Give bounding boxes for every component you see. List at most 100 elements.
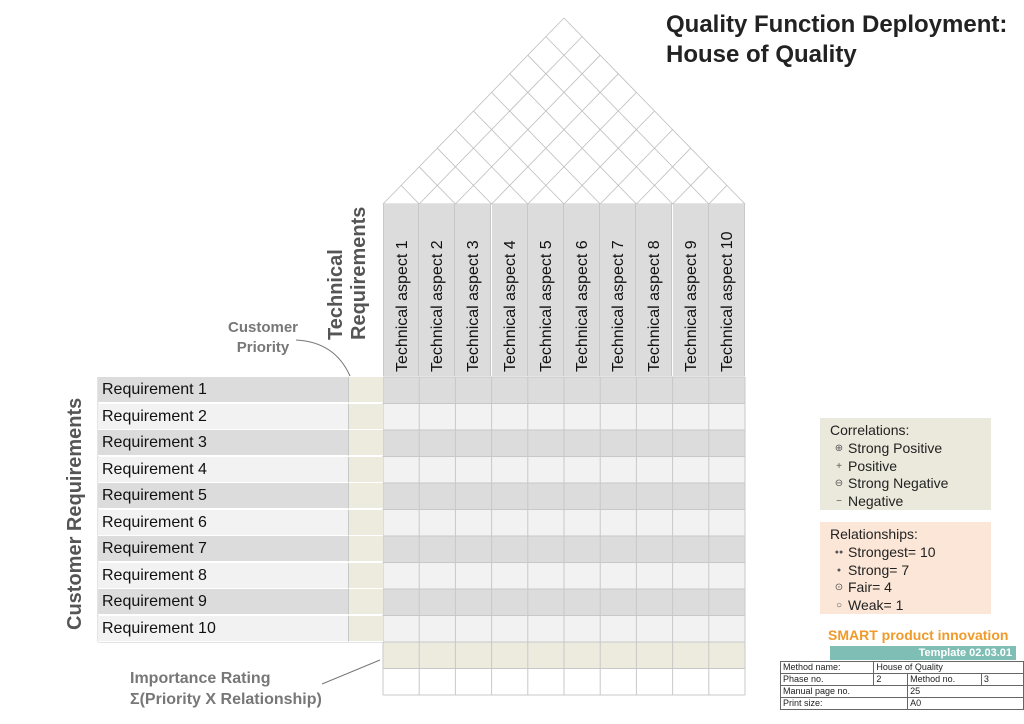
customer-priority-cell: [348, 589, 383, 615]
roof-line: [418, 36, 583, 205]
customer-priority-leader: [295, 339, 351, 377]
roof-line: [400, 185, 420, 205]
phase-label: Phase no.: [779, 673, 875, 686]
technical-aspect-label: Technical aspect 1: [394, 240, 411, 372]
customer-priority-cell: [348, 509, 383, 536]
method-name-label: Method name:: [779, 661, 875, 674]
requirement-row: Requirement 9: [98, 589, 348, 615]
legend-item-strongest: ●● Strongest= 10: [830, 544, 981, 562]
phase-row: Phase no. 2 Method no. 3: [779, 673, 1024, 686]
roof-line: [491, 92, 601, 205]
requirement-row: Requirement 5: [98, 483, 348, 509]
method-name-row: Method name: House of Quality: [779, 661, 1024, 674]
legend-item-label: Strong Positive: [848, 440, 943, 456]
customer-priority-label: Customer Priority: [218, 318, 308, 358]
manual-page-row: Manual page no. 25: [779, 685, 1024, 698]
roof-line: [636, 147, 691, 205]
customer-priority-line2: Priority: [236, 339, 290, 356]
technical-aspect-column: Technical aspect 8: [636, 204, 673, 376]
roof-line: [473, 110, 565, 205]
manual-page-value: 25: [907, 685, 1024, 698]
technical-aspect-column: Technical aspect 10: [708, 204, 745, 376]
relationships-legend-title: Relationships:: [830, 526, 918, 542]
customer-priority-cell: [348, 615, 383, 642]
negative-icon: −: [836, 495, 842, 507]
page-title: Quality Function Deployment: House of Qu…: [666, 10, 1007, 70]
legend-item-label: Strongest= 10: [848, 544, 936, 560]
strong-positive-icon: ⊕: [834, 443, 844, 454]
technical-aspect-column: Technical aspect 5: [527, 204, 564, 376]
importance-rating-line1: Importance Rating: [130, 670, 271, 687]
technical-aspect-column: Technical aspect 7: [600, 204, 637, 376]
roof-line: [563, 17, 746, 205]
customer-priority-cell: [348, 377, 383, 403]
requirement-row: Requirement 4: [98, 456, 348, 483]
relationships-legend: Relationships: ●● Strongest= 10 ● Strong= …: [820, 522, 991, 614]
technical-aspect-column: Technical aspect 6: [564, 204, 600, 376]
fair-icon: ⊙: [834, 582, 844, 593]
customer-priority-cell: [348, 456, 383, 483]
method-info-table: Method name: House of Quality Phase no. …: [779, 661, 1024, 710]
importance-rating-leader: [321, 659, 381, 685]
roof-line: [437, 147, 492, 205]
requirement-row: Requirement 8: [98, 562, 348, 589]
positive-icon: +: [836, 460, 842, 472]
page-title-line2: House of Quality: [666, 41, 857, 68]
technical-aspect-label: Technical aspect 9: [682, 240, 700, 372]
technical-aspect-label: Technical aspect 6: [574, 240, 591, 372]
customer-requirements-label: Customer Requirements: [64, 397, 86, 630]
technical-aspect-label: Technical aspect 8: [646, 240, 664, 372]
template-badge: Template 02.03.01: [830, 646, 1016, 660]
legend-item-label: Positive: [848, 457, 898, 474]
legend-item-label: Strong Negative: [848, 475, 949, 491]
importance-rating-label: Importance Rating Σ(Priority X Relations…: [130, 668, 322, 710]
roof-line: [418, 166, 456, 205]
legend-item-fair: ⊙ Fair= 4: [830, 579, 981, 597]
roof-line: [491, 73, 619, 205]
requirement-row: Requirement 10: [98, 615, 348, 642]
customer-priority-cell: [348, 536, 383, 562]
legend-item-label: Weak= 1: [848, 596, 904, 613]
manual-page-label: Manual page no.: [779, 685, 909, 698]
requirement-row: Requirement 7: [98, 536, 348, 562]
legend-item-strong: ● Strong= 7: [830, 562, 981, 580]
technical-aspect-label: Technical aspect 10: [718, 231, 736, 372]
legend-item-negative: −Negative: [830, 493, 981, 511]
technical-aspect-label: Technical aspect 7: [610, 240, 628, 372]
technical-aspect-column: Technical aspect 4: [491, 204, 528, 376]
legend-item-strong-negative: ⊖ Strong Negative: [830, 475, 981, 493]
roof-line: [563, 110, 655, 205]
customer-priority-cell: [348, 403, 383, 430]
strongest-icon: ●●: [834, 549, 844, 556]
legend-item-label: Fair= 4: [848, 579, 892, 595]
technical-aspect-column: Technical aspect 3: [455, 204, 492, 376]
technical-aspect-label: Technical aspect 3: [465, 240, 483, 372]
technical-aspect-column: Technical aspect 1: [383, 204, 419, 376]
legend-item-label: Strong= 7: [848, 561, 910, 578]
legend-item-label: Negative: [848, 492, 904, 509]
correlations-legend: Correlations: ⊕ Strong Positive + Positive…: [820, 418, 991, 510]
roof-line: [455, 129, 529, 205]
technical-aspect-column: Technical aspect 9: [672, 204, 709, 376]
technical-aspect-label: Technical aspect 4: [501, 240, 519, 372]
technical-requirements-label-line2: Requirements: [348, 206, 370, 340]
page-title-line1: Quality Function Deployment:: [666, 11, 1008, 38]
roof-line: [527, 54, 673, 205]
method-no-value: 3: [980, 673, 1024, 686]
method-no-label: Method no.: [907, 673, 982, 686]
brand-name: SMART product innovation: [828, 627, 1009, 643]
requirement-row: Requirement 3: [98, 430, 348, 456]
strong-negative-icon: ⊖: [834, 478, 844, 489]
roof-line: [509, 73, 637, 205]
weak-icon: ○: [835, 599, 843, 611]
print-size-value: A0: [907, 697, 1024, 710]
technical-aspect-column: Technical aspect 2: [419, 204, 456, 376]
strong-icon: ●: [836, 566, 842, 574]
legend-item-strong-positive: ⊕ Strong Positive: [830, 440, 981, 458]
print-size-row: Print size: A0: [779, 697, 1024, 710]
technical-aspect-label: Technical aspect 5: [537, 240, 555, 372]
importance-rating-line2: Σ(Priority X Relationship): [130, 691, 322, 708]
print-size-label: Print size:: [779, 697, 909, 710]
correlations-legend-title: Correlations:: [830, 422, 910, 438]
